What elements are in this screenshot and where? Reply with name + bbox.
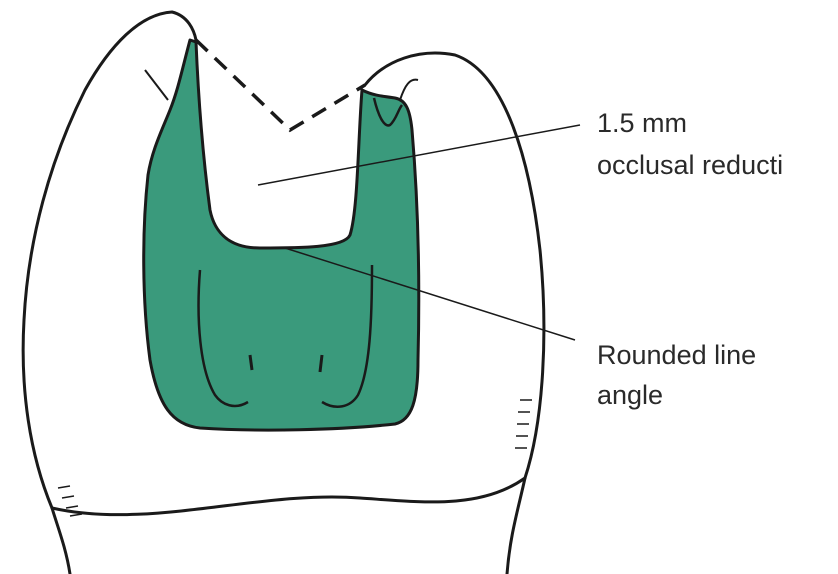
prep-detail-small-hook-right bbox=[400, 80, 418, 100]
label-rounded-line1: Rounded line bbox=[597, 340, 756, 370]
prep-detail-small-line-left bbox=[145, 70, 168, 100]
preparation-area bbox=[144, 40, 419, 430]
right-hatch-marks bbox=[515, 400, 532, 448]
cervical-line bbox=[52, 478, 525, 515]
leader-line-occlusal bbox=[258, 125, 580, 185]
label-rounded-line2: angle bbox=[597, 380, 663, 410]
label-occlusal-line2: occlusal reducti bbox=[597, 150, 783, 180]
prep-detail-mark-right bbox=[320, 355, 322, 372]
original-occlusal-dashed-line bbox=[196, 40, 365, 130]
prep-detail-mark-left bbox=[250, 355, 252, 370]
label-occlusal-line1: 1.5 mm bbox=[597, 108, 687, 138]
